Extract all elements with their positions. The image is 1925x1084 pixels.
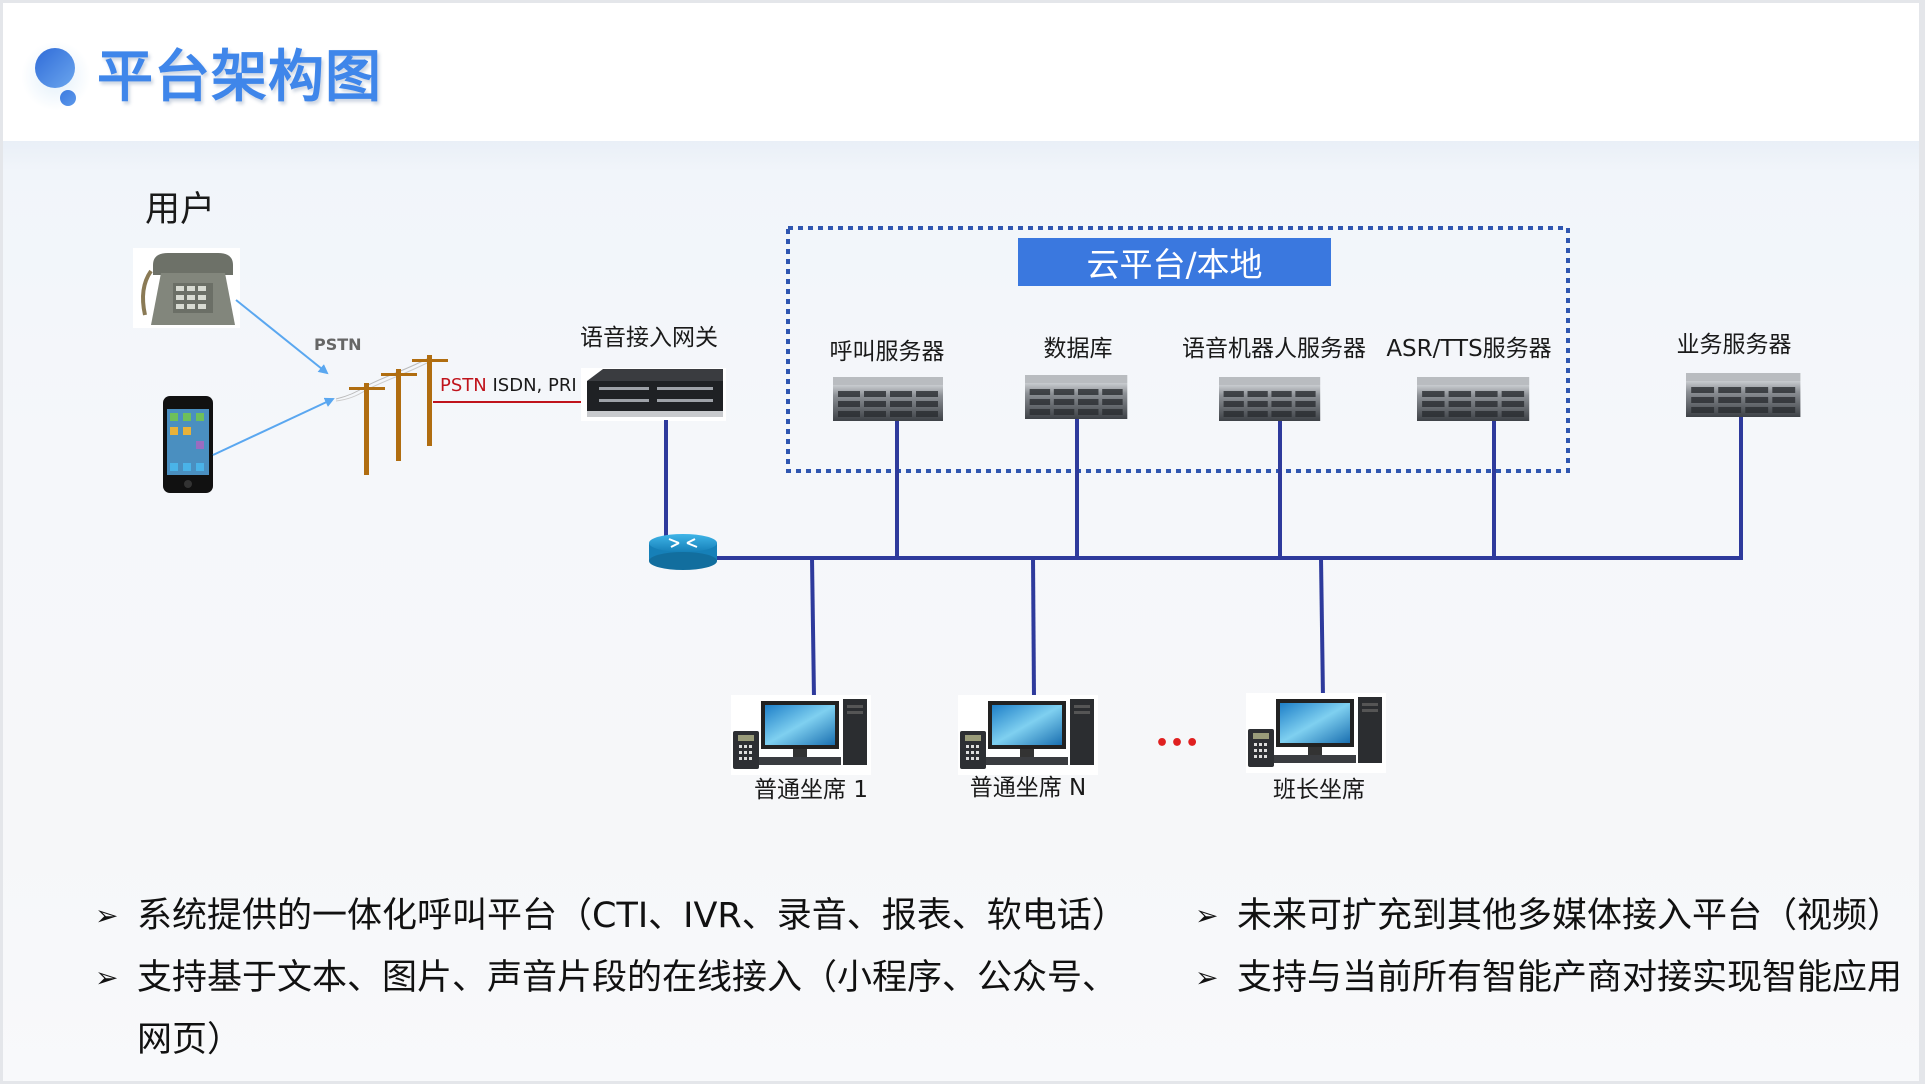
database-server-icon — [1025, 375, 1128, 419]
arrow-bullet-icon: ➢ — [1195, 899, 1219, 932]
logo-dot-large-icon — [35, 48, 75, 88]
arrow-bullet-icon: ➢ — [1195, 961, 1219, 994]
bullet-list-left: ➢ 系统提供的一体化呼叫平台（CTI、IVR、录音、报表、软电话） ➢ 支持基于文本… — [95, 885, 1127, 1071]
bullet-item: ➢ 支持基于文本、图片、声音片段的在线接入（小程序、公众号、 — [95, 947, 1127, 1009]
call-server-label: 呼叫服务器 — [829, 339, 945, 365]
user-label: 用户 — [145, 190, 216, 230]
slide: 平台架构图 — [3, 3, 1919, 1081]
bullet-text: 系统提供的一体化呼叫平台（CTI、IVR、录音、报表、软电话） — [137, 896, 1127, 936]
router-icon — [649, 534, 717, 570]
bullet-text: 未来可扩充到其他多媒体接入平台（视频） — [1237, 896, 1903, 936]
bullet-item-continuation: 网页） — [95, 1009, 1127, 1071]
trunk-label-isdn-pri: ISDN, PRI — [486, 375, 577, 396]
agent-n-workstation-icon — [958, 695, 1098, 775]
asr-tts-server-icon — [1417, 377, 1530, 421]
agent-n-label: 普通坐席 N — [969, 775, 1087, 801]
agent-n-link — [1031, 557, 1036, 699]
agent-1-workstation-icon — [731, 695, 871, 775]
call-server-icon — [833, 377, 943, 421]
utility-poles-icon — [335, 355, 448, 475]
bullet-text: 支持与当前所有智能产商对接实现智能应用 — [1237, 958, 1903, 998]
pstn-arrow-from-mobile — [212, 397, 335, 456]
network-links — [664, 415, 1743, 699]
bullet-item: ➢ 支持与当前所有智能产商对接实现智能应用 — [1195, 947, 1902, 1009]
cloud-platform-boundary — [786, 226, 1570, 473]
supervisor-label: 班长坐席 — [1273, 777, 1365, 803]
voice-gateway-icon — [581, 368, 726, 421]
pstn-label: PSTN — [314, 335, 362, 354]
logo-dot-small-icon — [60, 90, 76, 106]
desk-phone-icon — [133, 248, 240, 328]
bullet-item: ➢ 系统提供的一体化呼叫平台（CTI、IVR、录音、报表、软电话） — [95, 885, 1127, 947]
bullet-text: 网页） — [137, 1020, 243, 1060]
gateway-label: 语音接入网关 — [580, 325, 718, 351]
content-background — [3, 141, 1919, 1081]
pstn-arrow-from-desk-phone — [235, 299, 329, 375]
business-server-icon — [1686, 373, 1801, 417]
supervisor-workstation-icon — [1246, 693, 1386, 773]
arrow-bullet-icon: ➢ — [95, 961, 119, 994]
page-title: 平台架构图 — [97, 45, 382, 110]
arrow-bullet-icon: ➢ — [95, 899, 119, 932]
robot-server-label: 语音机器人服务器 — [1182, 336, 1366, 362]
trunk-label: PSTN ISDN, PRI — [440, 377, 577, 395]
bullet-item: ➢ 未来可扩充到其他多媒体接入平台（视频） — [1195, 885, 1902, 947]
more-agents-ellipsis: ••• — [1155, 731, 1201, 756]
asr-tts-server-label: ASR/TTS服务器 — [1386, 336, 1552, 362]
trunk-label-pstn: PSTN — [440, 375, 487, 396]
bullet-list-right: ➢ 未来可扩充到其他多媒体接入平台（视频） ➢ 支持与当前所有智能产商对接实现智能应… — [1195, 885, 1902, 1009]
robot-server-icon — [1219, 377, 1321, 421]
supervisor-link — [1319, 557, 1325, 699]
database-label: 数据库 — [1043, 336, 1113, 362]
header: 平台架构图 — [3, 3, 1919, 141]
mobile-phone-icon — [163, 396, 213, 493]
network-diagram — [133, 226, 1801, 775]
business-server-label: 业务服务器 — [1676, 332, 1792, 358]
cloud-platform-label: 云平台/本地 — [1018, 238, 1331, 286]
agent-1-link — [810, 557, 816, 699]
bullet-text: 支持基于文本、图片、声音片段的在线接入（小程序、公众号、 — [137, 958, 1118, 998]
agent-1-label: 普通坐席 1 — [754, 777, 868, 803]
